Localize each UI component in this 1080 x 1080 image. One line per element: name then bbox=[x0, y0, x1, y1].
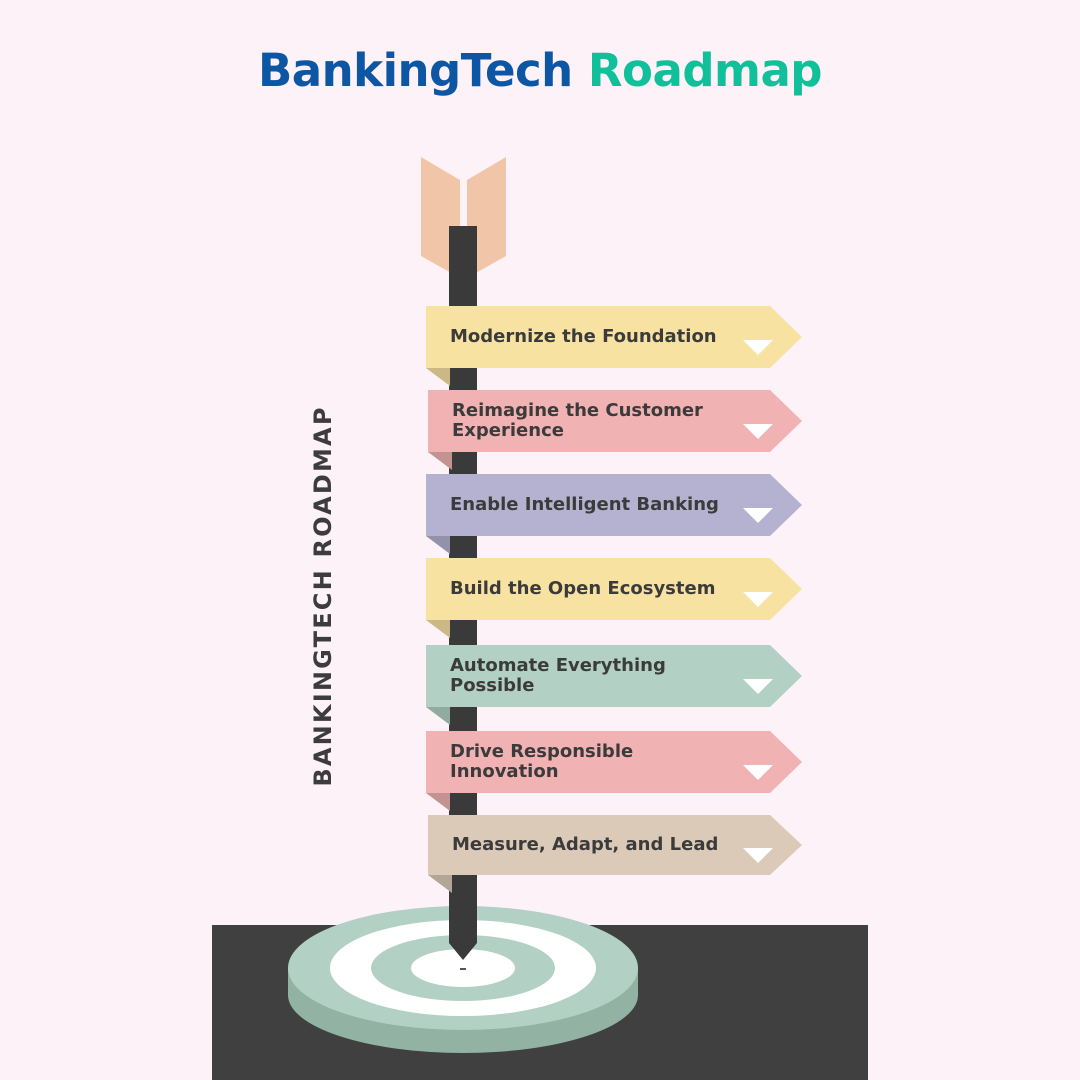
chevron-down-icon bbox=[743, 679, 773, 694]
step-label-7: Measure, Adapt, and Lead bbox=[452, 834, 719, 855]
banner-fold bbox=[428, 452, 452, 470]
signpost-banners bbox=[426, 306, 802, 893]
signpost-banner-6 bbox=[426, 731, 802, 793]
chevron-down-icon bbox=[743, 765, 773, 780]
step-label-2: Reimagine the Customer Experience bbox=[452, 400, 703, 441]
banner-fold bbox=[426, 707, 450, 725]
signpost-banner-4 bbox=[426, 558, 802, 620]
step-label-5: Automate Everything Possible bbox=[450, 655, 666, 696]
chevron-down-icon bbox=[743, 508, 773, 523]
chevron-down-icon bbox=[743, 592, 773, 607]
banner-fold bbox=[426, 368, 450, 386]
page-title: BankingTech Roadmap bbox=[0, 44, 1080, 97]
title-part-banking: BankingTech bbox=[257, 44, 573, 97]
signpost-banner-1 bbox=[426, 306, 802, 368]
signpost-banner-2 bbox=[428, 390, 802, 452]
chevron-down-icon bbox=[743, 848, 773, 863]
banner-fold bbox=[426, 536, 450, 554]
step-label-4: Build the Open Ecosystem bbox=[450, 578, 716, 599]
banner-fold bbox=[426, 793, 450, 811]
step-label-1: Modernize the Foundation bbox=[450, 326, 717, 347]
signpost-banner-7 bbox=[428, 815, 802, 875]
chevron-down-icon bbox=[743, 424, 773, 439]
target-icon bbox=[288, 906, 638, 1053]
banner-fold bbox=[428, 875, 452, 893]
step-label-6: Drive Responsible Innovation bbox=[450, 741, 634, 782]
title-part-roadmap: Roadmap bbox=[587, 44, 823, 97]
step-label-3: Enable Intelligent Banking bbox=[450, 494, 719, 515]
banner-fold bbox=[426, 620, 450, 638]
signpost-banner-5 bbox=[426, 645, 802, 707]
signpost-banner-3 bbox=[426, 474, 802, 536]
chevron-down-icon bbox=[743, 340, 773, 355]
